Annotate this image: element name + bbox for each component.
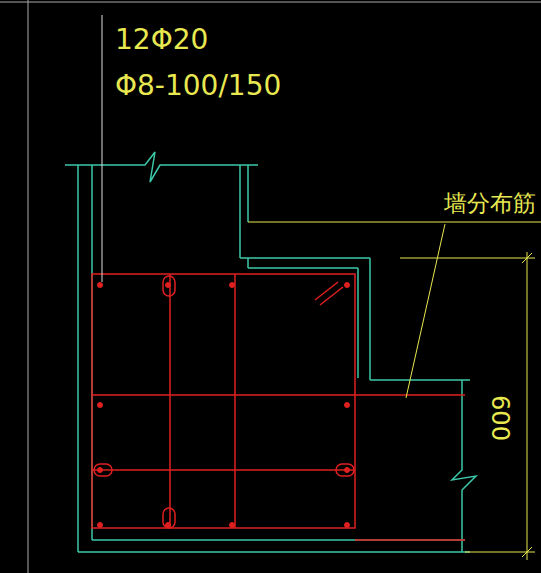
dimension-text: 600	[488, 393, 512, 443]
callout-label: 12Φ20	[113, 26, 210, 54]
callout-label: 墙分布筋	[442, 192, 538, 215]
callout-label: Φ8-100/150	[113, 72, 283, 100]
